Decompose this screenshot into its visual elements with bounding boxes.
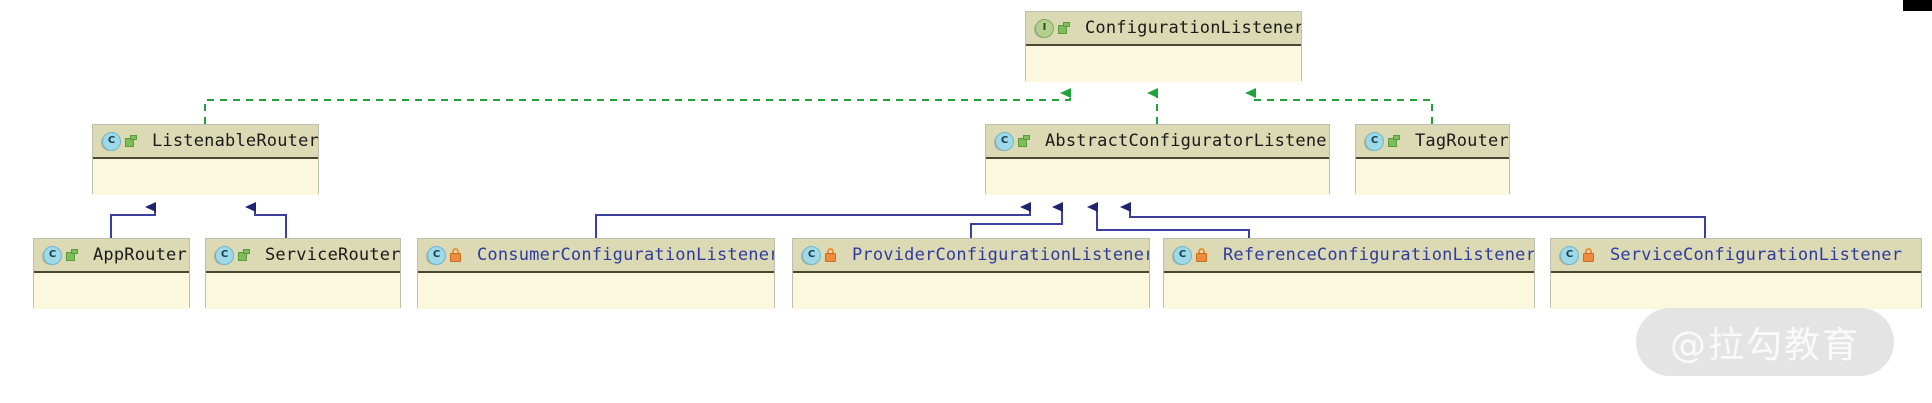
node-header: C ServiceConfigurationListener [1551, 239, 1921, 273]
watermark: @拉勾教育 [1636, 308, 1894, 376]
private-lock-icon [1583, 248, 1596, 262]
uml-node-approuter[interactable]: C AppRouter [33, 238, 190, 309]
node-title: ServiceConfigurationListener [1610, 245, 1903, 265]
edge-providerconfigurationlistener-extends-abstractconfiguratorlistener [970, 202, 1063, 238]
uml-node-servicerouter[interactable]: C ServiceRouter [205, 238, 401, 309]
class-icon: C [802, 245, 821, 265]
edge-approuter-extends-listenablerouter [110, 202, 156, 238]
node-members-compartment [986, 159, 1329, 195]
node-title: AbstractConfiguratorListener [1045, 131, 1329, 151]
package-marker-icon [1058, 21, 1071, 35]
node-title: ConfigurationListener [1085, 18, 1301, 38]
edge-referenceconfigurationlistener-extends-abstractconfiguratorlistener [1087, 202, 1250, 238]
package-marker-icon [125, 134, 138, 148]
node-header: C ServiceRouter [206, 239, 400, 273]
uml-node-serviceconfigurationlistener[interactable]: C ServiceConfigurationListener [1550, 238, 1922, 309]
node-header: C ReferenceConfigurationListener [1164, 239, 1534, 273]
class-icon: C [1560, 245, 1579, 265]
node-title: ConsumerConfigurationListener [477, 245, 774, 265]
node-header: C ProviderConfigurationListener [793, 239, 1149, 273]
edge-listenablerouter-implements-configurationlistener [204, 88, 1071, 124]
edge-servicerouter-extends-listenablerouter [245, 202, 287, 238]
interface-icon: I [1035, 18, 1054, 38]
node-title: ReferenceConfigurationListener [1223, 245, 1534, 265]
node-header: C ConsumerConfigurationListener [418, 239, 774, 273]
corner-artifact [1903, 0, 1932, 11]
edge-tagrouter-implements-configurationlistener [1245, 88, 1433, 124]
uml-node-listenablerouter[interactable]: C ListenableRouter [92, 124, 319, 195]
node-members-compartment [418, 273, 774, 309]
class-icon: C [1173, 245, 1192, 265]
uml-node-providerconfigurationlistener[interactable]: C ProviderConfigurationListener [792, 238, 1150, 309]
node-title: AppRouter [93, 245, 187, 265]
private-lock-icon [450, 248, 463, 262]
node-members-compartment [93, 159, 318, 195]
node-header: C AppRouter [34, 239, 189, 273]
node-members-compartment [206, 273, 400, 309]
node-members-compartment [1551, 273, 1921, 309]
class-icon: C [43, 245, 62, 265]
package-marker-icon [1018, 134, 1031, 148]
node-header: C AbstractConfiguratorListener [986, 125, 1329, 159]
class-icon: C [102, 131, 121, 151]
edge-consumerconfigurationlistener-extends-abstractconfiguratorlistener [595, 202, 1031, 238]
class-icon: C [995, 131, 1014, 151]
node-header: C ListenableRouter [93, 125, 318, 159]
node-title: TagRouter [1415, 131, 1509, 151]
uml-node-consumerconfigurationlistener[interactable]: C ConsumerConfigurationListener [417, 238, 775, 309]
uml-node-tagrouter[interactable]: C TagRouter [1355, 124, 1510, 195]
class-icon: C [215, 245, 234, 265]
class-icon: C [1365, 131, 1384, 151]
node-header: I ConfigurationListener [1026, 12, 1301, 46]
class-icon: C [427, 245, 446, 265]
uml-node-referenceconfigurationlistener[interactable]: C ReferenceConfigurationListener [1163, 238, 1535, 309]
node-members-compartment [793, 273, 1149, 309]
package-marker-icon [238, 248, 251, 262]
node-members-compartment [1356, 159, 1509, 195]
node-title: ServiceRouter [265, 245, 400, 265]
watermark-text: @拉勾教育 [1669, 325, 1860, 366]
node-members-compartment [34, 273, 189, 309]
private-lock-icon [1196, 248, 1209, 262]
node-title: ListenableRouter [152, 131, 318, 151]
uml-node-abstractconfiguratorlistener[interactable]: C AbstractConfiguratorListener [985, 124, 1330, 195]
node-header: C TagRouter [1356, 125, 1509, 159]
node-members-compartment [1026, 46, 1301, 82]
node-members-compartment [1164, 273, 1534, 309]
node-title: ProviderConfigurationListener [852, 245, 1149, 265]
package-marker-icon [66, 248, 79, 262]
private-lock-icon [825, 248, 838, 262]
package-marker-icon [1388, 134, 1401, 148]
uml-node-configurationlistener[interactable]: I ConfigurationListener [1025, 11, 1302, 82]
edge-serviceconfigurationlistener-extends-abstractconfiguratorlistener [1120, 202, 1706, 238]
